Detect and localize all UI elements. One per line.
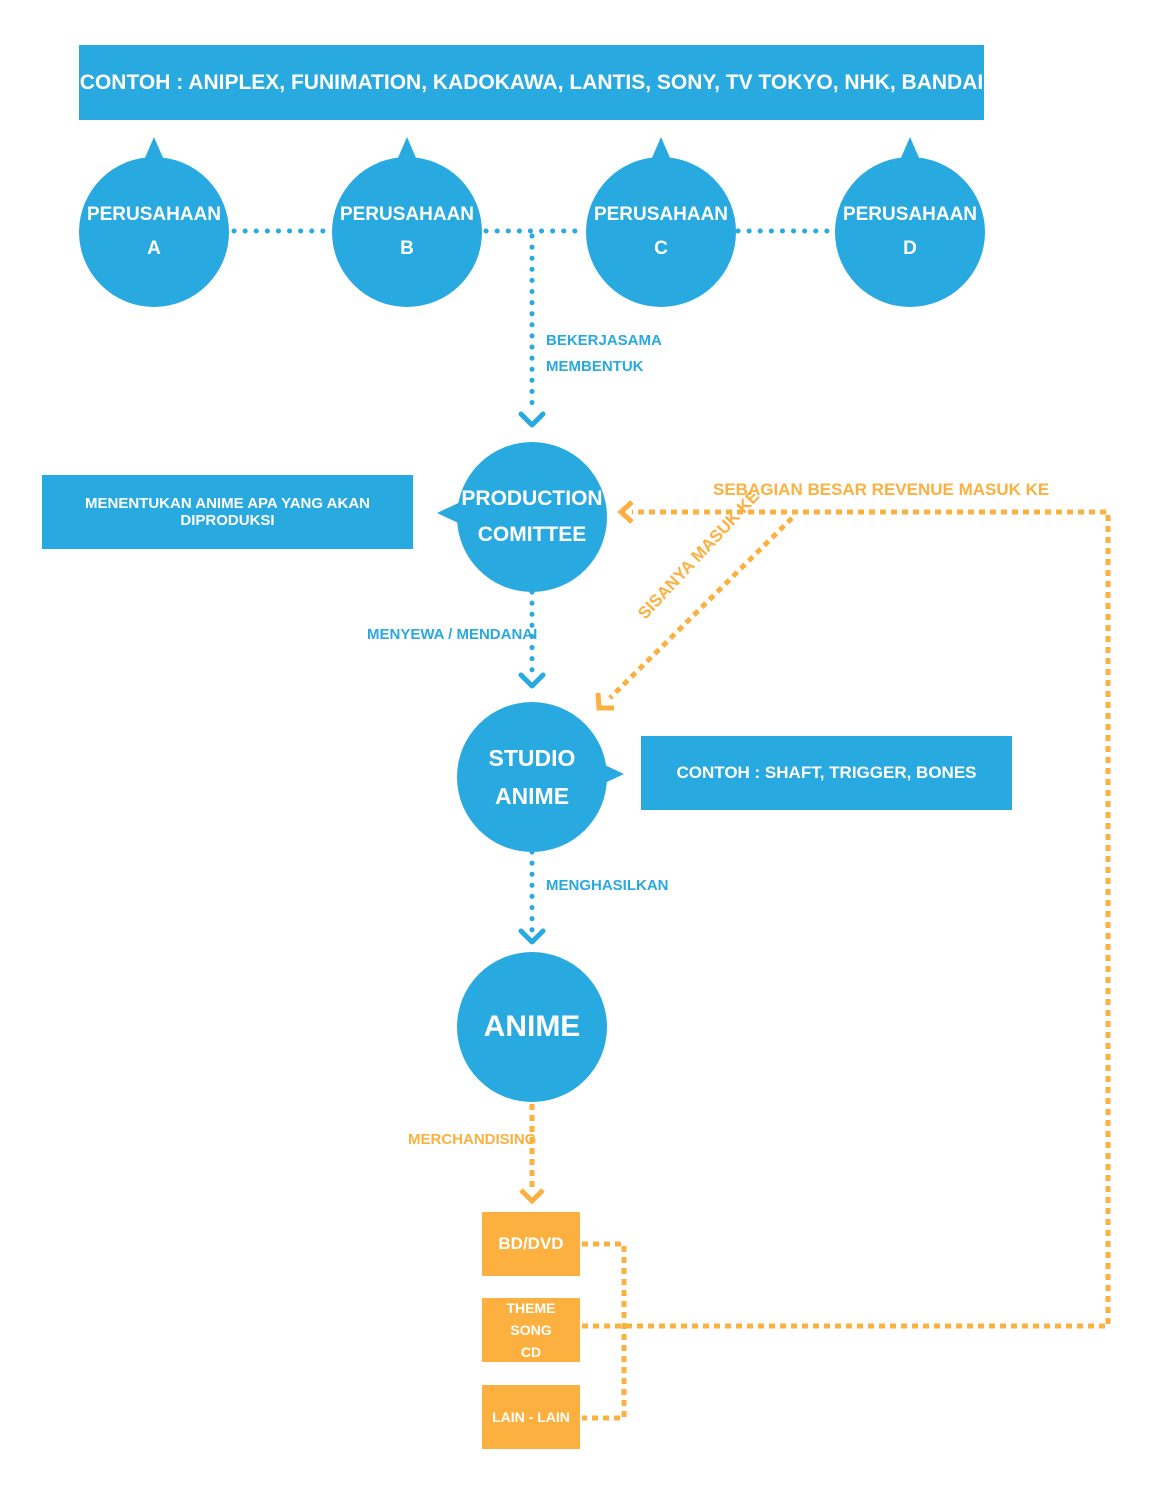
merch-theme-song-line2: CD	[520, 1344, 542, 1360]
studio-pointer	[592, 759, 624, 789]
merch-others-label: LAIN - LAIN	[492, 1409, 570, 1425]
hire-arrow-head	[518, 672, 546, 689]
committee-role-text: MENENTUKAN ANIME APA YANG AKAN DIPRODUKS…	[84, 495, 370, 529]
company-d-letter: D	[903, 238, 917, 259]
company-d-name: PERUSAHAAN	[842, 204, 978, 225]
studio-examples-box: CONTOH : SHAFT, TRIGGER, BONES	[641, 736, 1012, 810]
studio-examples-text: CONTOH : SHAFT, TRIGGER, BONES	[676, 763, 977, 782]
production-committee-line1: PRODUCTION	[461, 487, 603, 510]
produces-label: MENGHASILKAN	[546, 877, 669, 894]
cooperate-arrow-head	[518, 411, 546, 428]
studio-line2: ANIME	[494, 783, 570, 809]
company-b-letter: B	[400, 238, 414, 259]
company-d-circle: PERUSAHAAN D	[835, 157, 985, 307]
merch-arrow-head	[519, 1188, 545, 1205]
merchandising-label: MERCHANDISING	[408, 1131, 537, 1148]
company-a-name: PERUSAHAAN	[86, 204, 222, 225]
revenue-major-arrow-head	[617, 500, 634, 524]
cooperate-label: BEKERJASAMA MEMBENTUK	[546, 328, 662, 380]
bd-dvd-connector	[582, 1241, 627, 1421]
revenue-rest-arrow-head	[595, 692, 614, 711]
anime-label: ANIME	[483, 1010, 581, 1043]
merch-bd-dvd-label: BD/DVD	[498, 1234, 564, 1253]
company-b-circle: PERUSAHAAN B	[332, 157, 482, 307]
merch-bd-dvd-box: BD/DVD	[482, 1212, 580, 1276]
company-c-letter: C	[654, 238, 668, 259]
publisher-examples-text: CONTOH : ANIPLEX, FUNIMATION, KADOKAWA, …	[79, 70, 984, 94]
merch-theme-song-line1: THEME SONG	[506, 1300, 556, 1338]
company-c-circle: PERUSAHAAN C	[586, 157, 736, 307]
anime-circle: ANIME	[457, 952, 607, 1102]
revenue-major-flow	[582, 509, 1111, 1329]
company-c-name: PERUSAHAAN	[593, 204, 729, 225]
cooperate-label-line1: BEKERJASAMA	[546, 332, 662, 349]
studio-anime-circle: STUDIO ANIME	[457, 702, 607, 852]
produce-arrow-head	[518, 928, 546, 945]
revenue-rest-flow	[608, 516, 794, 700]
company-a-letter: A	[147, 238, 161, 259]
merch-others-box: LAIN - LAIN	[482, 1385, 580, 1449]
company-b-name: PERUSAHAAN	[339, 204, 475, 225]
merch-theme-song-box: THEME SONG CD	[482, 1298, 580, 1362]
hire-fund-label: MENYEWA / MENDANAI	[367, 626, 538, 643]
production-committee-line2: COMITTEE	[477, 523, 587, 546]
publisher-examples-box: CONTOH : ANIPLEX, FUNIMATION, KADOKAWA, …	[79, 45, 984, 120]
revenue-major-label: SEBAGIAN BESAR REVENUE MASUK KE	[713, 480, 1050, 499]
studio-line1: STUDIO	[488, 745, 576, 771]
committee-role-box: MENENTUKAN ANIME APA YANG AKAN DIPRODUKS…	[42, 475, 413, 549]
production-committee-circle: PRODUCTION COMITTEE	[457, 442, 607, 592]
company-a-circle: PERUSAHAAN A	[79, 157, 229, 307]
cooperate-label-line2: MEMBENTUK	[546, 358, 644, 375]
